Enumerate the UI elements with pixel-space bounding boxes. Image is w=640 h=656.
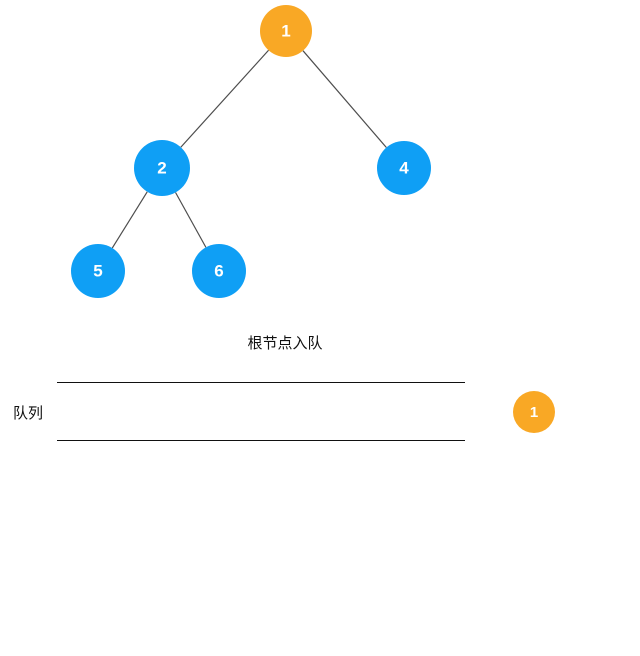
queue-item-label: 1 [529,403,539,421]
tree-node-label: 1 [281,22,290,41]
tree-node-circle [192,244,246,298]
tree-node-circle [134,140,190,196]
tree-node-label: 2 [157,159,166,178]
tree-node-circle [71,244,125,298]
tree-edge-1-2 [180,49,269,148]
tree-node-circle [377,141,431,195]
tree-node-6: 6 [192,244,246,298]
tree-edge-2-6 [175,192,207,248]
step-caption: 根节点入队 [247,335,323,352]
tree-edge-2-5 [111,191,148,249]
tree-node-2: 2 [134,140,190,196]
tree-node-1: 1 [260,5,312,57]
queue-bottom-line [57,440,465,441]
queue-top-line [57,382,465,383]
tree-node-circle [260,5,312,57]
tree-node-label: 5 [93,262,102,281]
queue-label: 队列 [13,405,44,422]
queue-item-1: 1 [513,391,555,433]
tree-edge-1-4 [302,50,387,148]
tree-node-4: 4 [377,141,431,195]
tree-node-label: 6 [214,262,223,281]
tree-node-label: 4 [399,159,409,178]
tree-node-5: 5 [71,244,125,298]
